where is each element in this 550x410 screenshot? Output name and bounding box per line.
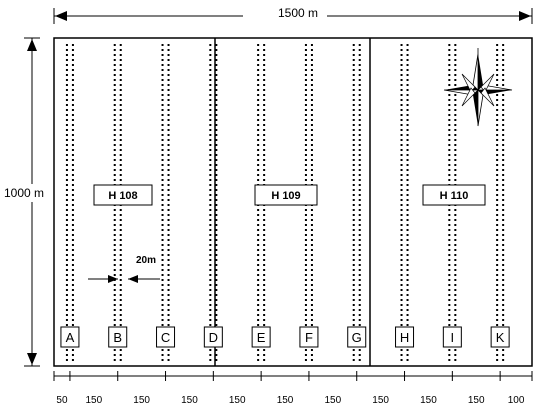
row-label-text: D <box>209 330 218 345</box>
house-label-box <box>254 184 318 206</box>
house-label: H 110 <box>440 190 469 202</box>
row-label-c: C <box>156 326 176 348</box>
row-label-box <box>490 326 510 348</box>
scale-segment-label: 150 <box>133 395 150 406</box>
row-label-box <box>395 326 415 348</box>
scale-segment-label: 150 <box>181 395 198 406</box>
arrow-right-icon <box>108 275 118 283</box>
row-label-box <box>203 326 223 348</box>
height-dimension: 1000 m <box>2 37 46 367</box>
scale-segment-label: 100 <box>508 395 525 406</box>
scale-segment-label: 150 <box>468 395 485 406</box>
house-label: H 109 <box>271 190 300 202</box>
arrow-left-icon <box>55 11 67 21</box>
row-label-box <box>60 326 80 348</box>
row-label-i: I <box>442 326 462 348</box>
row-label-g: G <box>347 326 367 348</box>
width-dimension: 1500 m <box>53 5 533 24</box>
row-label-k: K <box>490 326 510 348</box>
spacing-label: 20m <box>136 255 156 266</box>
height-label: 1000 m <box>4 186 44 200</box>
row-label-h: H <box>395 326 415 348</box>
arrow-down-icon <box>27 353 37 365</box>
row-label-box <box>299 326 319 348</box>
arrow-left-icon <box>128 275 138 283</box>
scale-ticks <box>53 371 533 381</box>
row-label-a: A <box>60 326 80 348</box>
scale-labels: 50 150 150 150 150 150 150 150 150 150 100 <box>56 395 524 406</box>
scale-segment-label: 150 <box>420 395 437 406</box>
house-label: H 108 <box>108 190 137 202</box>
scale-segment-label: 150 <box>85 395 102 406</box>
house-label-box <box>422 184 486 206</box>
field-boundary <box>53 37 533 367</box>
scale-segment-label: 150 <box>324 395 341 406</box>
row-label-text: G <box>352 330 362 345</box>
row-label-text: I <box>451 330 455 345</box>
bottom-scale: 50 150 150 150 150 150 150 150 150 150 100 <box>53 371 533 406</box>
row-label-box <box>156 326 176 348</box>
house-h108: H 108 <box>93 184 153 206</box>
scale-segment-label: 50 <box>56 395 68 406</box>
house-h110: H 110 <box>422 184 486 206</box>
row-label-text: B <box>113 330 122 345</box>
row-label-box <box>347 326 367 348</box>
scale-segment-label: 150 <box>277 395 294 406</box>
house-h109: H 109 <box>254 184 318 206</box>
width-label: 1500 m <box>278 6 318 20</box>
row-label-e: E <box>251 326 271 348</box>
row-label-text: F <box>305 330 313 345</box>
row-label-text: K <box>496 330 505 345</box>
row-label-box <box>442 326 462 348</box>
row-label-d: D <box>203 326 223 348</box>
row-label-f: F <box>299 326 319 348</box>
row-label-box <box>251 326 271 348</box>
row-label-text: H <box>400 330 409 345</box>
scale-segment-label: 150 <box>229 395 246 406</box>
row-label-box <box>108 326 128 348</box>
arrow-up-icon <box>27 39 37 51</box>
scale-segment-label: 150 <box>372 395 389 406</box>
row-spacing-annotation: 20m <box>88 255 160 283</box>
row-label-text: C <box>161 330 170 345</box>
compass-rose-icon <box>443 48 513 127</box>
house-label-box <box>93 184 153 206</box>
row-label-b: B <box>108 326 128 348</box>
row-label-text: A <box>66 330 75 345</box>
row-label-text: E <box>257 330 266 345</box>
arrow-right-icon <box>519 11 531 21</box>
